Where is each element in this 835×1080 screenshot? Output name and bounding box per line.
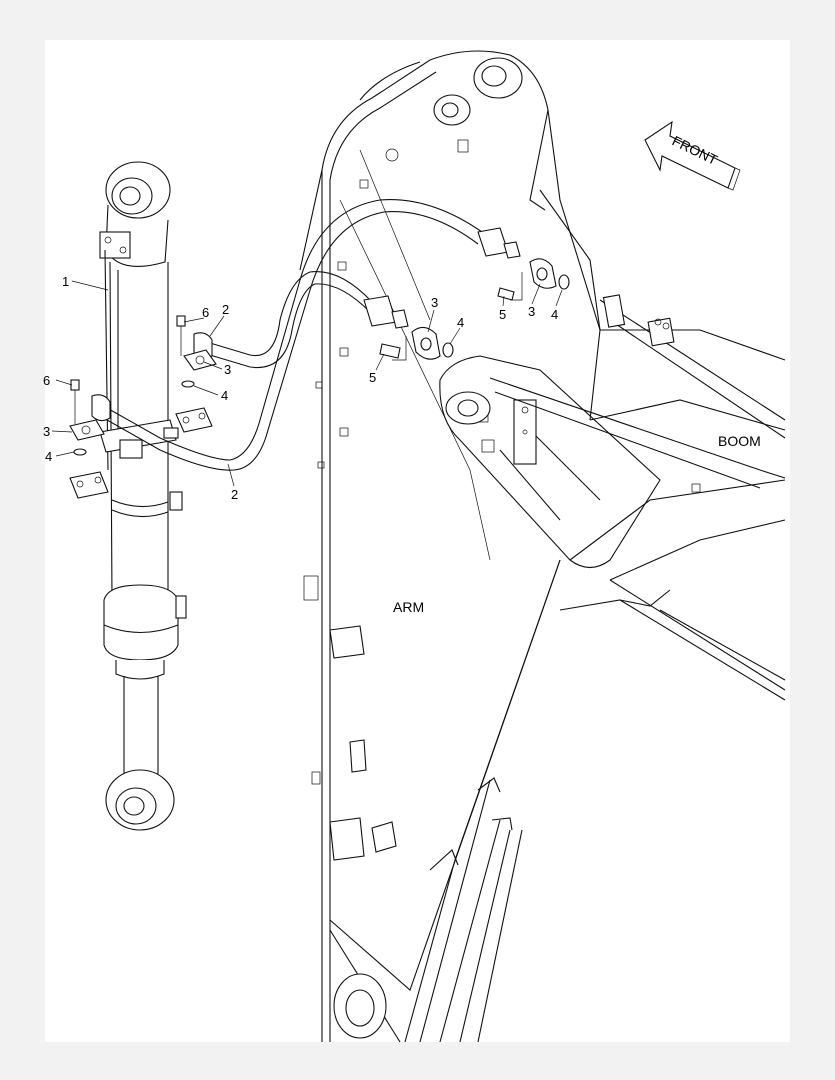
arm-cylinder	[99, 161, 187, 831]
hose-lines	[91, 199, 521, 471]
arm-label: ARM	[393, 599, 424, 615]
callout-1: 1	[62, 274, 69, 289]
front-arrow-icon: FRONT	[644, 120, 741, 191]
callout-4: 4	[457, 315, 464, 330]
o-ring-icon	[442, 342, 454, 358]
callout-5: 5	[499, 307, 506, 322]
callout-3: 3	[224, 362, 231, 377]
boom-label: BOOM	[718, 433, 761, 449]
callout-3: 3	[43, 424, 50, 439]
callout-6: 6	[202, 305, 209, 320]
cylinder-port-parts	[69, 315, 217, 499]
callout-2: 2	[222, 302, 229, 317]
callout-5: 5	[369, 370, 376, 385]
bolt-icon	[379, 343, 401, 359]
arm-link	[439, 355, 786, 569]
leader-lines	[51, 280, 563, 487]
callout-4: 4	[551, 307, 558, 322]
drawing-sheet	[45, 40, 790, 1042]
callout-4: 4	[221, 388, 228, 403]
o-ring-icon	[181, 380, 195, 388]
callout-2: 2	[231, 487, 238, 502]
arm-port-parts	[379, 258, 570, 361]
o-ring-icon	[73, 448, 87, 456]
o-ring-icon	[558, 274, 570, 290]
bolt-icon	[176, 315, 186, 327]
callout-4: 4	[45, 449, 52, 464]
callout-3: 3	[431, 295, 438, 310]
callout-3: 3	[528, 304, 535, 319]
bolt-icon	[70, 379, 80, 391]
bolt-icon	[497, 287, 515, 301]
callout-6: 6	[43, 373, 50, 388]
arm	[299, 50, 601, 1043]
boom	[559, 294, 786, 701]
